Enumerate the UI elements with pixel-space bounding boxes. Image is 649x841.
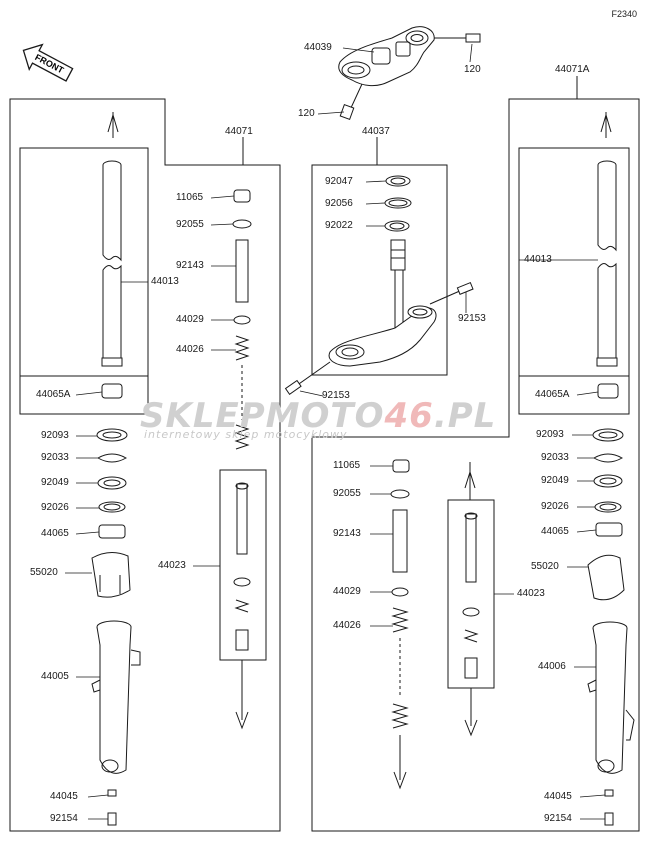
right-fork-outer-tube-44006 [587,621,635,826]
part-label: 44029 [333,586,361,597]
part-label: 92143 [333,528,361,539]
watermark-brand-a: SKLEPMOTO [140,396,385,436]
part-label: 44065A [535,389,570,400]
part-label: 92033 [541,452,569,463]
part-label: 92049 [541,475,569,486]
part-label: 92026 [541,501,569,512]
watermark: SKLEPMOTO46.PL internetowy sklep motocyk… [140,398,510,444]
leader-lines [65,43,606,820]
left-fork-inner-tube [101,112,123,367]
part-label: 55020 [531,561,559,572]
watermark-tagline: internetowy sklep motocyklowy [144,428,348,441]
watermark-brand: SKLEPMOTO46.PL [140,398,496,434]
frame-44013-left [19,147,149,377]
part-label: 92093 [41,430,69,441]
group-label: 44071A [555,64,590,75]
frame-44023-left [219,469,267,661]
part-label: 120 [464,64,481,75]
part-label: 44006 [538,661,566,672]
part-label: 92143 [176,260,204,271]
part-label: 44026 [176,344,204,355]
part-label: 44023 [517,588,545,599]
part-label: 44045 [544,791,572,802]
part-label: 92055 [176,219,204,230]
frame-44071A [311,98,640,832]
right-fork-parts [587,383,625,601]
right-fork-inner-tube [596,112,618,367]
part-label: 11065 [176,192,204,203]
top-bracket-44039 [338,26,481,120]
part-label: 44065 [541,526,569,537]
part-label: 92049 [41,477,69,488]
watermark-brand-b: 46 [384,396,434,436]
frame-44065A-right [518,375,630,415]
part-label: 92022 [325,220,353,231]
watermark-brand-c: .PL [433,396,497,436]
part-label: 44023 [158,560,186,571]
front-arrow-icon [22,43,74,82]
frame-44071 [9,98,281,832]
diagram-code: F2340 [611,9,637,19]
part-label: 55020 [30,567,58,578]
part-label: 120 [298,108,315,119]
part-label: 44045 [50,791,78,802]
left-fork-outer-tube-44005 [91,620,141,826]
part-label: 11065 [333,460,361,471]
right-damper-parts [390,459,480,790]
group-label: 44037 [362,126,390,137]
steering-stem-group [284,175,474,395]
part-label: 92033 [41,452,69,463]
frame-44037 [311,164,448,376]
part-label: 92026 [41,502,69,513]
part-label: 92154 [50,813,78,824]
part-label: 92093 [536,429,564,440]
part-label: 92154 [544,813,572,824]
part-label: 44026 [333,620,361,631]
group-label: 44071 [225,126,253,137]
part-label: 92153 [458,313,486,324]
left-fork-parts [91,383,131,598]
part-label: 44039 [304,42,332,53]
part-label: 44065A [36,389,71,400]
part-label: 44029 [176,314,204,325]
part-label: 92055 [333,488,361,499]
part-label: 44065 [41,528,69,539]
part-label: 92047 [325,176,353,187]
left-damper-parts [232,189,252,730]
part-label: 44013 [151,276,179,287]
part-label: 92056 [325,198,353,209]
frame-44065A-left [19,375,149,415]
part-label: 44005 [41,671,69,682]
part-label: 44013 [524,254,552,265]
part-label: 92153 [322,390,350,401]
